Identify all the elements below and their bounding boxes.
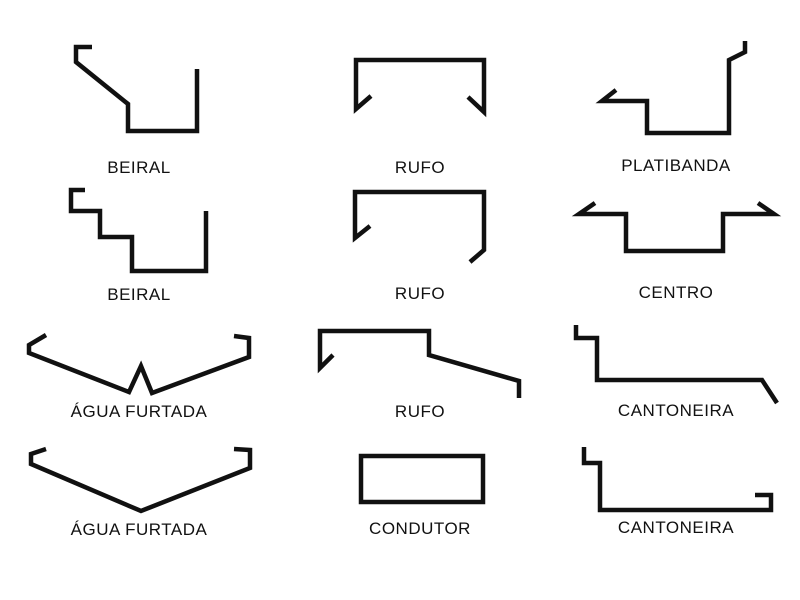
cantoneira-profile-1 (573, 325, 779, 405)
agua-furtada-profile-1 (26, 333, 252, 396)
profile-label-agua-furtada-2: ÁGUA FURTADA (70, 520, 208, 539)
profile-label-beiral-2: BEIRAL (107, 285, 171, 304)
profile-label-rufo-1: RUFO (394, 158, 446, 177)
profile-label-rufo-3: RUFO (394, 402, 446, 421)
rufo-profile-2 (352, 189, 487, 264)
profile-label-cantoneira-2: CANTONEIRA (617, 518, 735, 537)
profile-label-beiral-1: BEIRAL (107, 158, 171, 177)
profile-label-cantoneira-1: CANTONEIRA (617, 401, 735, 420)
profile-label-centro: CENTRO (638, 283, 714, 302)
cantoneira-profile-2 (581, 447, 774, 513)
centro-profile (571, 201, 782, 254)
profile-label-agua-furtada-1: ÁGUA FURTADA (70, 402, 208, 421)
beiral-profile-2 (68, 187, 209, 274)
profile-label-rufo-2: RUFO (394, 284, 446, 303)
platibanda-profile (595, 41, 748, 136)
profile-label-condutor: CONDUTOR (369, 519, 471, 538)
profile-label-platibanda: PLATIBANDA (621, 156, 731, 175)
condutor-profile (358, 453, 486, 505)
rufo-profile-3 (317, 328, 522, 398)
beiral-profile-1 (73, 44, 200, 134)
rufo-profile-1 (353, 57, 487, 118)
agua-furtada-profile-2 (28, 446, 253, 514)
